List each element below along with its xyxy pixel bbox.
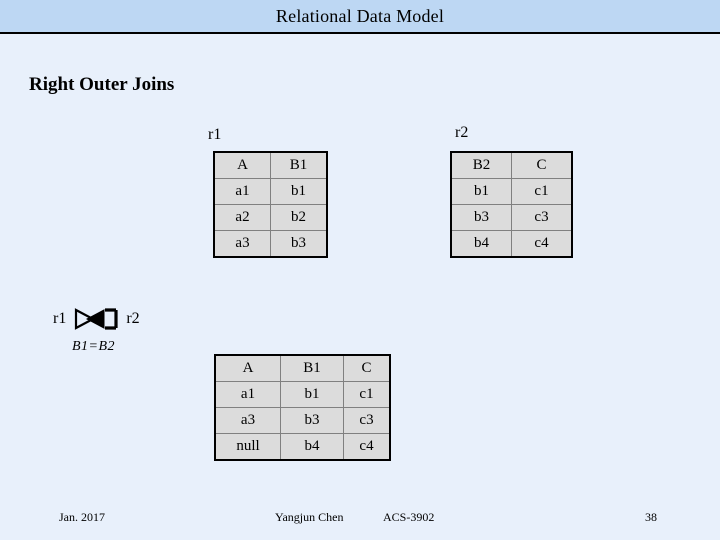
footer-author: Yangjun Chen	[275, 510, 344, 524]
table-cell: b1	[280, 381, 344, 408]
table-cell: b3	[450, 204, 512, 231]
table-cell: c3	[511, 204, 573, 231]
section-heading: Right Outer Joins	[29, 74, 175, 95]
table-cell: c4	[343, 433, 391, 461]
relation-label-r1: r1	[208, 126, 222, 143]
table-cell: a3	[213, 230, 271, 258]
table-header-cell: B1	[280, 354, 344, 382]
relation-label-r2: r2	[455, 124, 469, 141]
table-row: a2 b2	[213, 204, 328, 231]
table-cell: a2	[213, 204, 271, 231]
table-cell: a1	[214, 381, 281, 408]
table-cell: a1	[213, 178, 271, 205]
table-row: A B1	[213, 151, 328, 179]
table-cell: b4	[280, 433, 344, 461]
table-cell: b3	[280, 407, 344, 434]
relation-table-result: A B1 C a1 b1 c1 a3 b3 c3 null b4 c4	[214, 354, 391, 461]
relation-table-r2: B2 C b1 c1 b3 c3 b4 c4	[450, 151, 573, 258]
footer-page-number: 38	[645, 510, 657, 524]
table-row: a1 b1	[213, 178, 328, 205]
table-header-cell: B2	[450, 151, 512, 179]
footer-date: Jan. 2017	[59, 510, 105, 524]
table-cell: b3	[270, 230, 328, 258]
table-header-cell: A	[213, 151, 271, 179]
table-header-cell: C	[511, 151, 573, 179]
join-condition: B1=B2	[72, 339, 116, 354]
footer-course: ACS-3902	[383, 510, 435, 524]
right-outer-join-bowtie-icon	[74, 308, 118, 330]
table-row: b1 c1	[450, 178, 573, 205]
table-header-cell: C	[343, 354, 391, 382]
table-cell: c1	[511, 178, 573, 205]
table-cell: a3	[214, 407, 281, 434]
table-cell: c4	[511, 230, 573, 258]
table-row: a3 b3 c3	[214, 407, 391, 434]
table-cell: c3	[343, 407, 391, 434]
table-row: A B1 C	[214, 354, 391, 382]
table-cell: b1	[450, 178, 512, 205]
relation-table-r1: A B1 a1 b1 a2 b2 a3 b3	[213, 151, 328, 258]
table-row: b3 c3	[450, 204, 573, 231]
join-expression: r1 r2	[53, 307, 140, 331]
table-cell: c1	[343, 381, 391, 408]
table-cell: b1	[270, 178, 328, 205]
table-row: B2 C	[450, 151, 573, 179]
table-row: b4 c4	[450, 230, 573, 258]
join-left-operand: r1	[53, 310, 67, 327]
table-header-cell: B1	[270, 151, 328, 179]
table-row: a3 b3	[213, 230, 328, 258]
table-header-cell: A	[214, 354, 281, 382]
title-band	[0, 0, 720, 34]
join-right-operand: r2	[126, 310, 140, 327]
table-cell: b4	[450, 230, 512, 258]
page-title: Relational Data Model	[275, 6, 445, 26]
table-row: a1 b1 c1	[214, 381, 391, 408]
table-cell: null	[214, 433, 281, 461]
table-row: null b4 c4	[214, 433, 391, 461]
table-cell: b2	[270, 204, 328, 231]
